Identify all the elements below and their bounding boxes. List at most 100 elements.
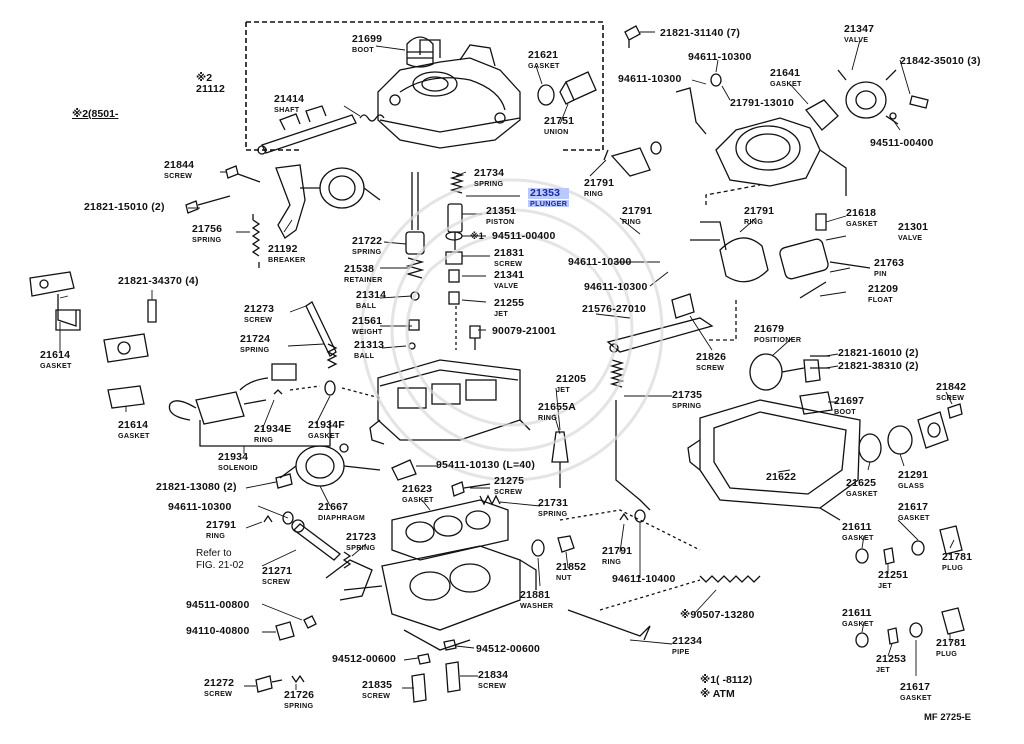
part-name: SCREW	[936, 392, 965, 402]
gasket-21611b	[855, 632, 869, 648]
part-number: 21734	[474, 167, 505, 179]
ring-21934e	[273, 389, 283, 395]
part-name: BALL	[356, 300, 377, 310]
part-number: 21621	[528, 49, 559, 61]
part-number: 21192	[268, 243, 298, 255]
part-number: 21842	[936, 381, 967, 393]
part-name: GASKET	[118, 430, 150, 440]
part-callout-21821-38310: 21821-38310 (2)	[838, 361, 919, 372]
positioner-21679	[749, 353, 821, 391]
part-name: GASKET	[842, 618, 874, 628]
screw-21826	[671, 293, 695, 319]
part-number: 21667	[318, 501, 349, 513]
part-callout-21622: 21622	[766, 472, 796, 483]
part-number: 21301	[898, 221, 929, 233]
gasket-21611a	[855, 548, 869, 564]
part-number: 21253	[876, 653, 907, 665]
bracket-glass	[917, 411, 949, 449]
pipe-upper	[675, 87, 707, 135]
part-number: 21576-27010	[582, 303, 647, 315]
part-name: GASKET	[846, 488, 878, 498]
part-name: RING	[602, 556, 622, 566]
part-callout-90507-13280: ※90507-13280	[680, 610, 755, 621]
gasket-21934f	[324, 380, 336, 396]
part-number: 21821-34370 (4)	[118, 275, 199, 287]
dashed-body-lines	[289, 306, 457, 399]
part-name: NUT	[556, 572, 572, 582]
part-callout-94611-10300b: 94611-10300	[618, 74, 682, 85]
screw-21844	[225, 165, 261, 183]
screw-21821-13080	[275, 473, 293, 489]
spring-21724	[326, 343, 338, 369]
part-number: 21614	[118, 419, 149, 431]
part-callout-94512-00600a: 94512-00600	[476, 644, 540, 655]
part-name: SCREW	[164, 170, 193, 180]
part-name: SPRING	[352, 246, 382, 256]
part-number: 95411-10130 (L=40)	[436, 459, 536, 471]
spring-90507	[699, 575, 761, 583]
screw-21821-16010	[810, 355, 830, 369]
part-name: BALL	[354, 350, 375, 360]
part-name: BOOT	[352, 44, 374, 54]
spring-21723	[342, 551, 352, 569]
washer-21881	[531, 539, 545, 557]
part-number: 21791	[584, 177, 615, 189]
part-name: RETAINER	[344, 274, 383, 284]
spring-21756	[251, 214, 261, 268]
part-name: SPRING	[538, 508, 568, 518]
part-name: SCREW	[696, 362, 725, 372]
part-callout-21576-27010: 21576-27010	[582, 304, 646, 315]
part-name: JET	[494, 308, 509, 318]
part-number: 21756	[192, 223, 223, 235]
screw-95411	[391, 459, 417, 481]
part-name: VALVE	[898, 232, 923, 242]
part-callout-94511-00400b: 94511-00400	[492, 231, 556, 242]
sub-assembly-dashed-box	[245, 21, 604, 151]
part-number: 21234	[672, 635, 703, 647]
part-number: 21842-35010 (3)	[900, 55, 981, 67]
jet-21251	[883, 547, 895, 565]
union-21751	[559, 71, 597, 105]
part-number: 21831	[494, 247, 525, 259]
part-number: 21314	[356, 289, 387, 301]
part-number: 21209	[868, 283, 899, 295]
part-name: PLUG	[936, 648, 958, 658]
ring-94611	[650, 141, 662, 155]
part-callout-21821-15010: 21821-15010 (2)	[84, 202, 165, 213]
washer-94512	[417, 639, 457, 665]
part-name: GASKET	[402, 494, 434, 504]
part-number: 21934E	[254, 423, 292, 435]
part-number: 21291	[898, 469, 929, 481]
part-callout-21842-35010: 21842-35010 (3)	[900, 56, 981, 67]
part-name: SPRING	[474, 178, 504, 188]
part-number: 21724	[240, 333, 271, 345]
washer-94511	[303, 615, 317, 629]
part-callout-94511-00400: 94511-00400	[870, 138, 934, 149]
part-callout-21821-31140: 21821-31140 (7)	[660, 28, 740, 39]
part-name: GASKET	[770, 78, 802, 88]
spring-21726	[291, 674, 305, 684]
part-number: 21722	[352, 235, 383, 247]
part-number: 94611-10300	[568, 256, 632, 268]
air-horn-assembly	[377, 39, 521, 149]
